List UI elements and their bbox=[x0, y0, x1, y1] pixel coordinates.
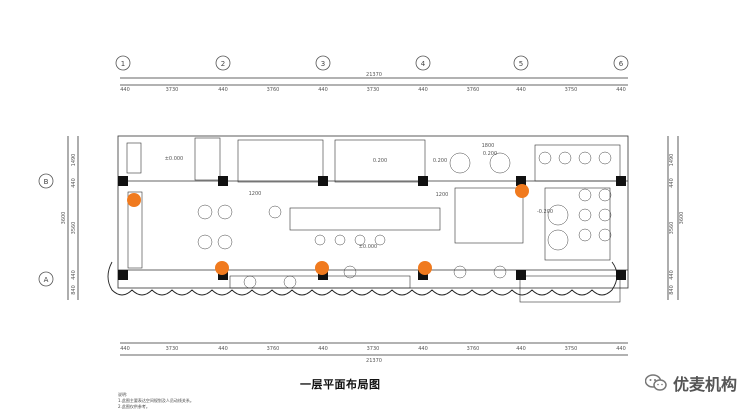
axis-bubble bbox=[315, 55, 331, 71]
side-dim: 440 bbox=[71, 270, 77, 280]
side-dim: 440 bbox=[669, 270, 675, 280]
span-dim: 440 bbox=[418, 346, 428, 352]
side-dim: 3600 bbox=[679, 212, 685, 225]
total-dim-top: 21370 bbox=[366, 72, 382, 78]
notes-heading: 说明: bbox=[118, 392, 128, 397]
axis-bubble bbox=[38, 271, 54, 287]
span-dim: 3730 bbox=[166, 346, 179, 352]
dim-label: 1800 bbox=[482, 143, 495, 149]
span-dim: 440 bbox=[516, 346, 526, 352]
orange-marker bbox=[127, 193, 141, 207]
wechat-icon bbox=[644, 374, 667, 391]
notes-line: 1.此图主要表达空间规划及人员动线关系。 bbox=[118, 398, 194, 403]
span-dim: 440 bbox=[516, 87, 526, 93]
axis-letter: A bbox=[44, 276, 49, 284]
elevation-label: 0.200 bbox=[483, 151, 497, 157]
span-dim: 440 bbox=[318, 87, 328, 93]
orange-marker bbox=[215, 261, 229, 275]
brand-name: 优麦机构 bbox=[672, 375, 737, 394]
dim-label: 1200 bbox=[436, 192, 449, 198]
span-dim: 3730 bbox=[367, 87, 380, 93]
elevation-label: ±0.000 bbox=[165, 156, 184, 162]
side-dim: 440 bbox=[669, 178, 675, 188]
columns bbox=[118, 176, 626, 280]
total-dim-bottom: 21370 bbox=[366, 358, 382, 364]
elevation-label: ±0.000 bbox=[359, 244, 378, 250]
side-dim: 440 bbox=[71, 178, 77, 188]
span-dim: 3760 bbox=[267, 346, 280, 352]
axis-bubble bbox=[38, 173, 54, 189]
span-dim: 440 bbox=[218, 87, 228, 93]
span-dim: 3730 bbox=[166, 87, 179, 93]
span-dim: 3760 bbox=[467, 346, 480, 352]
span-dim: 3760 bbox=[467, 87, 480, 93]
axis-number: 3 bbox=[321, 60, 325, 68]
axis-letter: B bbox=[44, 178, 49, 186]
axis-bubble bbox=[115, 55, 131, 71]
span-dim: 440 bbox=[616, 346, 626, 352]
notes: 说明: 1.此图主要表达空间规划及人员动线关系。 2.此图仅供参考。 bbox=[118, 392, 194, 410]
dim-label: 1200 bbox=[249, 191, 262, 197]
axis-bubble bbox=[513, 55, 529, 71]
plan-title: 一层平面布局图 bbox=[300, 378, 381, 391]
span-dim: 440 bbox=[318, 346, 328, 352]
span-dim: 440 bbox=[418, 87, 428, 93]
axis-number: 2 bbox=[221, 60, 225, 68]
hedge-border bbox=[107, 261, 618, 296]
side-dim: 1490 bbox=[71, 154, 77, 167]
elevation-label: -0.200 bbox=[537, 209, 553, 215]
side-dim: 3600 bbox=[61, 212, 67, 225]
orange-markers bbox=[127, 184, 529, 275]
axis-bubble bbox=[613, 55, 629, 71]
axis-bubble bbox=[215, 55, 231, 71]
brand-watermark: 优麦机构 bbox=[644, 371, 737, 395]
span-dim: 3730 bbox=[367, 346, 380, 352]
elevation-label: 0.200 bbox=[433, 158, 447, 164]
orange-marker bbox=[315, 261, 329, 275]
span-dim: 440 bbox=[120, 87, 130, 93]
orange-marker bbox=[515, 184, 529, 198]
span-dim: 3750 bbox=[565, 87, 578, 93]
axis-number: 6 bbox=[619, 60, 624, 68]
notes-line: 2.此图仅供参考。 bbox=[118, 404, 150, 409]
axis-number: 5 bbox=[519, 60, 523, 68]
span-dim: 440 bbox=[616, 87, 626, 93]
span-dim: 3760 bbox=[267, 87, 280, 93]
span-dim: 3750 bbox=[565, 346, 578, 352]
axis-number: 4 bbox=[421, 60, 426, 68]
side-dim: 1490 bbox=[669, 154, 675, 167]
axis-bubble bbox=[415, 55, 431, 71]
side-dim: 3560 bbox=[71, 222, 77, 235]
elevation-label: 0.200 bbox=[373, 158, 387, 164]
orange-marker bbox=[418, 261, 432, 275]
span-dim: 440 bbox=[120, 346, 130, 352]
side-dim: 840 bbox=[71, 285, 77, 295]
axis-number: 1 bbox=[121, 60, 125, 68]
side-dim: 3560 bbox=[669, 222, 675, 235]
side-dim: 840 bbox=[669, 285, 675, 295]
span-dim: 440 bbox=[218, 346, 228, 352]
